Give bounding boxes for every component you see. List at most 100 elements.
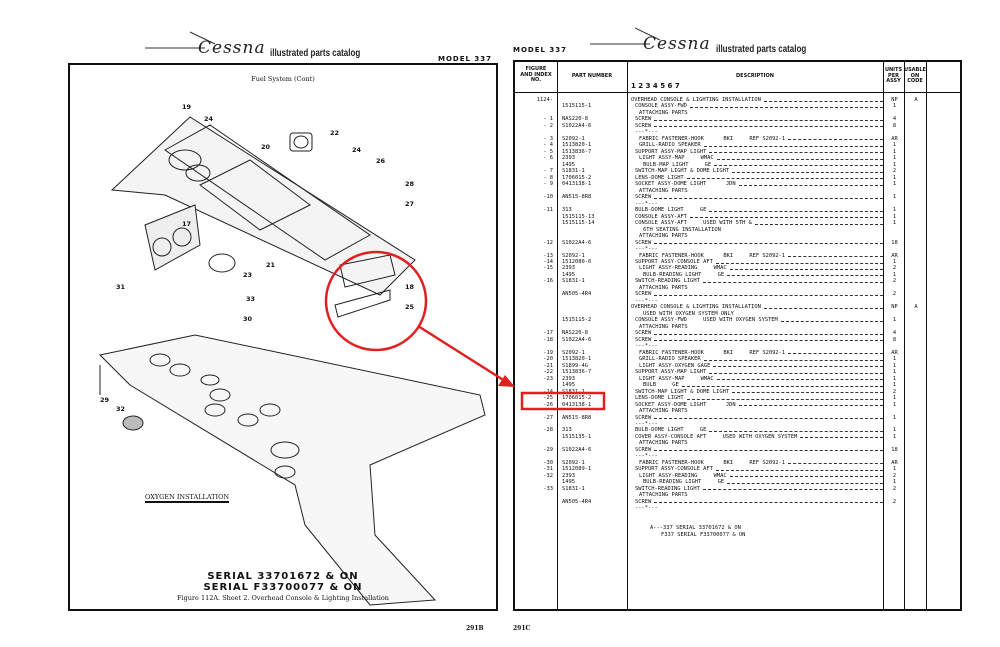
description-cell: ---*--- xyxy=(631,343,884,350)
description: ---*--- xyxy=(635,246,658,253)
description: SCREW xyxy=(635,498,652,505)
dash-leader xyxy=(654,116,883,121)
part-number: 1513820-1 xyxy=(562,356,592,363)
description: SWITCH-READING LIGHT xyxy=(635,278,700,285)
description-cell: GRILL-RADIO SPEAKER xyxy=(631,356,884,363)
description: OVERHEAD CONSOLE & LIGHTING INSTALLATION xyxy=(631,97,761,103)
dash-leader xyxy=(800,434,883,439)
dash-leader xyxy=(716,155,883,160)
table-row: ATTACHING PARTS xyxy=(515,324,964,331)
index-number: - 1 xyxy=(543,116,553,123)
callout-19: 19 xyxy=(182,103,192,111)
part-number: 1513820-1 xyxy=(562,142,592,149)
index-number: -22 xyxy=(543,369,553,376)
part-number: 1515115-2 xyxy=(562,317,592,324)
part-number: S1831-1 xyxy=(562,388,585,395)
callout-29: 29 xyxy=(100,396,110,404)
units-per-assy: 1 xyxy=(892,466,897,473)
index-number: -21 xyxy=(543,362,553,369)
part-number: 1512089-1 xyxy=(562,466,592,473)
index-number: -30 xyxy=(543,459,553,466)
index-number: -13 xyxy=(543,252,553,259)
part-number: S1831-1 xyxy=(562,485,585,492)
index-number: -14 xyxy=(543,259,553,265)
units-per-assy: 1 xyxy=(892,433,897,440)
description-cell: SUPPORT ASSY-MAP LIGHT xyxy=(631,149,884,156)
dash-leader xyxy=(727,272,883,277)
part-number: S2092-1 xyxy=(562,252,585,259)
callout-17: 17 xyxy=(182,220,192,228)
description: SCREW xyxy=(635,194,652,201)
index-number: - 5 xyxy=(543,148,553,155)
callout-25: 25 xyxy=(405,303,415,311)
table-row: USED WITH OXYGEN SYSTEM ONLY xyxy=(515,311,964,318)
description-cell: ATTACHING PARTS xyxy=(631,188,884,195)
part-number: S2092-1 xyxy=(562,349,585,356)
description-cell: CONSOLE ASSY-FWD xyxy=(631,103,884,110)
units-per-assy: 1 xyxy=(892,220,897,227)
dash-leader xyxy=(713,363,883,368)
description: ---*--- xyxy=(635,421,658,427)
description: FABRIC FASTENER-HOOK BKI REF S2092-1 xyxy=(639,349,786,356)
table-row: ---*--- xyxy=(515,201,964,208)
description: SCREW xyxy=(635,239,652,246)
callout-21: 21 xyxy=(266,261,276,269)
description: ATTACHING PARTS xyxy=(639,492,688,499)
dash-leader xyxy=(654,337,883,342)
part-number: 2393 xyxy=(562,265,575,272)
description: COVER ASSY-CONSOLE AFT USED WITH OXYGEN … xyxy=(635,433,798,440)
dash-leader xyxy=(788,253,883,258)
description-cell: SWITCH-MAP LIGHT & DOME LIGHT xyxy=(631,168,884,175)
part-number: 1706015-2 xyxy=(562,395,592,402)
part-number: 1513836-7 xyxy=(562,369,592,376)
units-per-assy: NP xyxy=(891,304,898,311)
page-number-right: 291C xyxy=(513,625,531,632)
table-row: ---*--- xyxy=(515,246,964,253)
header-indent-levels: 1 2 3 4 5 6 7 xyxy=(631,82,680,90)
part-number: S1899-4G xyxy=(562,362,588,369)
description-cell: ATTACHING PARTS xyxy=(631,324,884,331)
description: SCREW xyxy=(635,122,652,129)
dash-leader xyxy=(709,207,883,212)
description: ---*--- xyxy=(635,343,658,350)
description-cell: ---*--- xyxy=(631,201,884,208)
description-cell: ATTACHING PARTS xyxy=(631,492,884,499)
description-cell: BULB-READING LIGHT GE xyxy=(631,272,884,279)
cessna-logo: Cessna xyxy=(198,38,266,58)
description: ---*--- xyxy=(635,129,658,136)
description-cell: ---*--- xyxy=(631,421,884,428)
part-number: 313 xyxy=(562,207,572,214)
description: ---*--- xyxy=(635,297,658,304)
units-per-assy: 2 xyxy=(892,168,897,175)
description: FABRIC FASTENER-HOOK BKI REF S2092-1 xyxy=(639,252,786,259)
description-cell: ---*--- xyxy=(631,453,884,460)
description-cell: SUPPORT ASSY-CONSOLE AFT xyxy=(631,466,884,473)
index-number: - 2 xyxy=(543,122,553,129)
cessna-logo-swoosh xyxy=(145,31,216,49)
index-number: - 3 xyxy=(543,135,553,142)
part-number: S1022A4-6 xyxy=(562,122,592,129)
index-number: -27 xyxy=(543,414,553,421)
table-row: 1124-OVERHEAD CONSOLE & LIGHTING INSTALL… xyxy=(515,97,964,104)
description: LIGHT ASSY-MAP WMAC xyxy=(639,155,714,162)
dash-leader xyxy=(689,214,883,219)
description-cell: LIGHT ASSY-READING WMAC xyxy=(631,473,884,480)
index-number: -33 xyxy=(543,485,553,492)
description: BULB-DOME LIGHT GE xyxy=(635,427,707,434)
units-per-assy: 1 xyxy=(892,356,897,363)
units-per-assy: 1 xyxy=(892,479,897,486)
description-cell: LIGHT ASSY-READING WMAC xyxy=(631,265,884,272)
description-cell: SCREW xyxy=(631,123,884,130)
description: ATTACHING PARTS xyxy=(639,323,688,330)
exploded-diagram xyxy=(98,116,486,606)
part-number: 1495 xyxy=(562,271,575,278)
